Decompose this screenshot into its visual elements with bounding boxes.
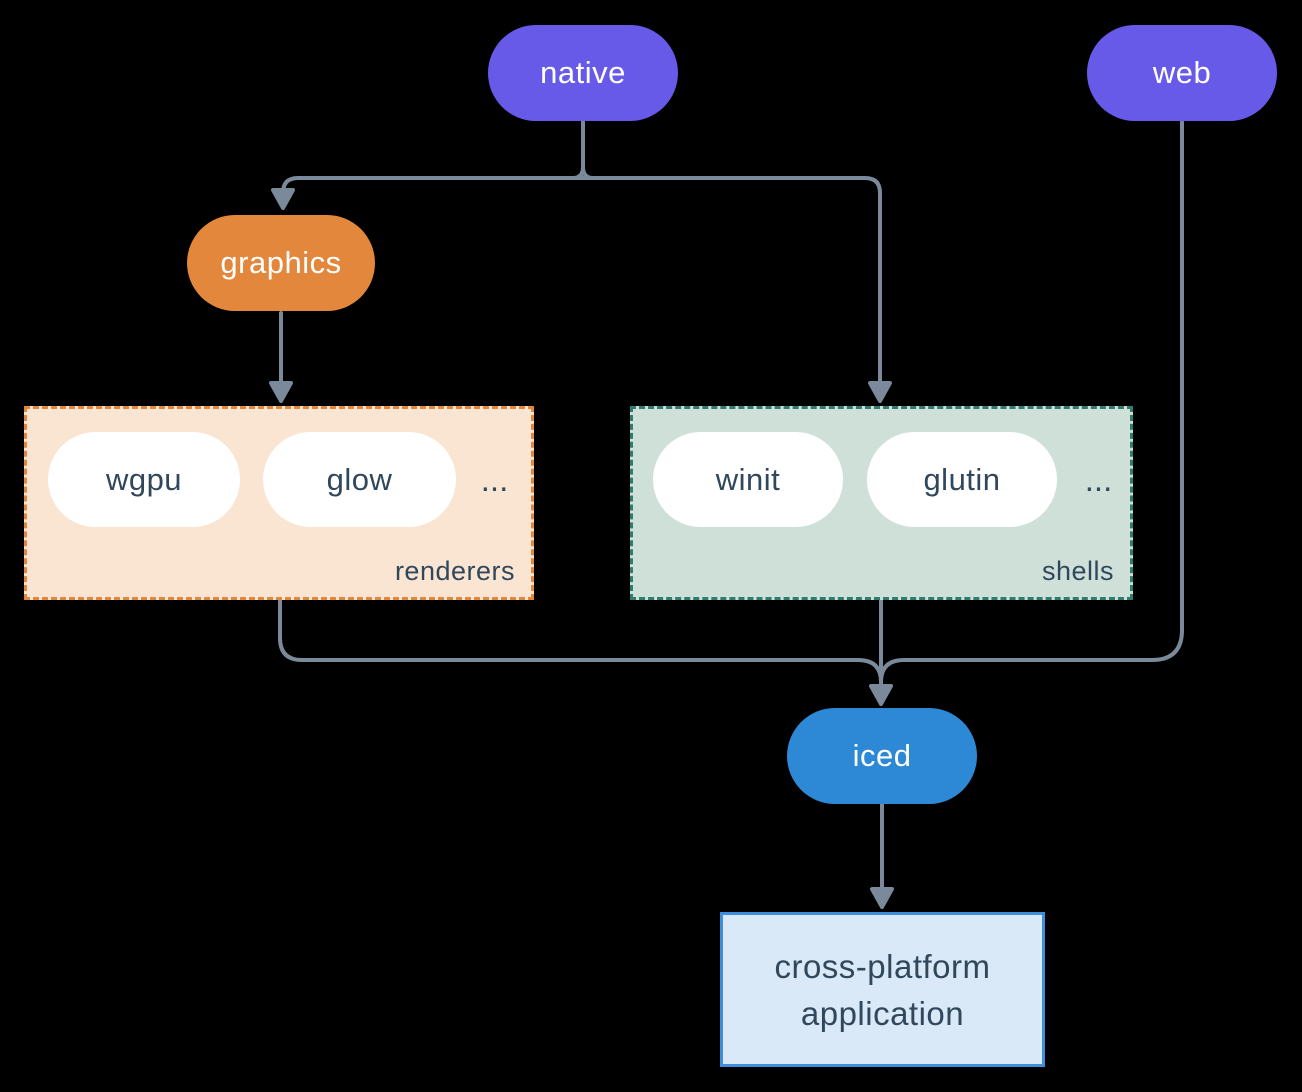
node-web-label: web [1152, 55, 1212, 90]
node-glutin-label: glutin [923, 461, 1001, 497]
connector-native-stem [571, 120, 595, 180]
node-glutin: glutin [867, 432, 1057, 527]
node-native-label: native [540, 55, 626, 90]
node-glow: glow [263, 432, 456, 527]
node-iced-label: iced [852, 738, 912, 773]
arrow-to-renderers-icon [269, 381, 293, 403]
node-iced: iced [787, 708, 977, 804]
node-graphics-label: graphics [220, 245, 342, 280]
group-label-shells: shells [1041, 556, 1114, 586]
arrow-to-iced-icon [869, 684, 893, 706]
node-native: native [488, 25, 678, 121]
connector-renderers-merge [278, 599, 883, 684]
arrow-to-app-icon [870, 887, 894, 909]
node-wgpu: wgpu [48, 432, 240, 527]
connector-web-merge [879, 120, 1184, 684]
renderers-ellipsis: ... [480, 461, 509, 498]
group-shells: winit glutin ... shells [630, 406, 1133, 600]
node-application-line1: cross-platform [774, 947, 991, 985]
connector-branch-bar [281, 176, 882, 386]
node-application: cross-platform application [720, 912, 1045, 1067]
node-winit: winit [653, 432, 843, 527]
node-web: web [1087, 25, 1277, 121]
arrow-to-shells-icon [868, 381, 892, 403]
group-label-renderers: renderers [394, 556, 515, 586]
node-glow-label: glow [326, 461, 393, 497]
group-renderers: wgpu glow ... renderers [24, 406, 534, 600]
node-winit-label: winit [715, 461, 781, 497]
node-graphics: graphics [187, 215, 375, 311]
node-wgpu-label: wgpu [105, 461, 183, 497]
node-application-line2: application [800, 994, 965, 1032]
arrow-to-graphics-icon [271, 188, 295, 210]
shells-ellipsis: ... [1084, 461, 1113, 498]
